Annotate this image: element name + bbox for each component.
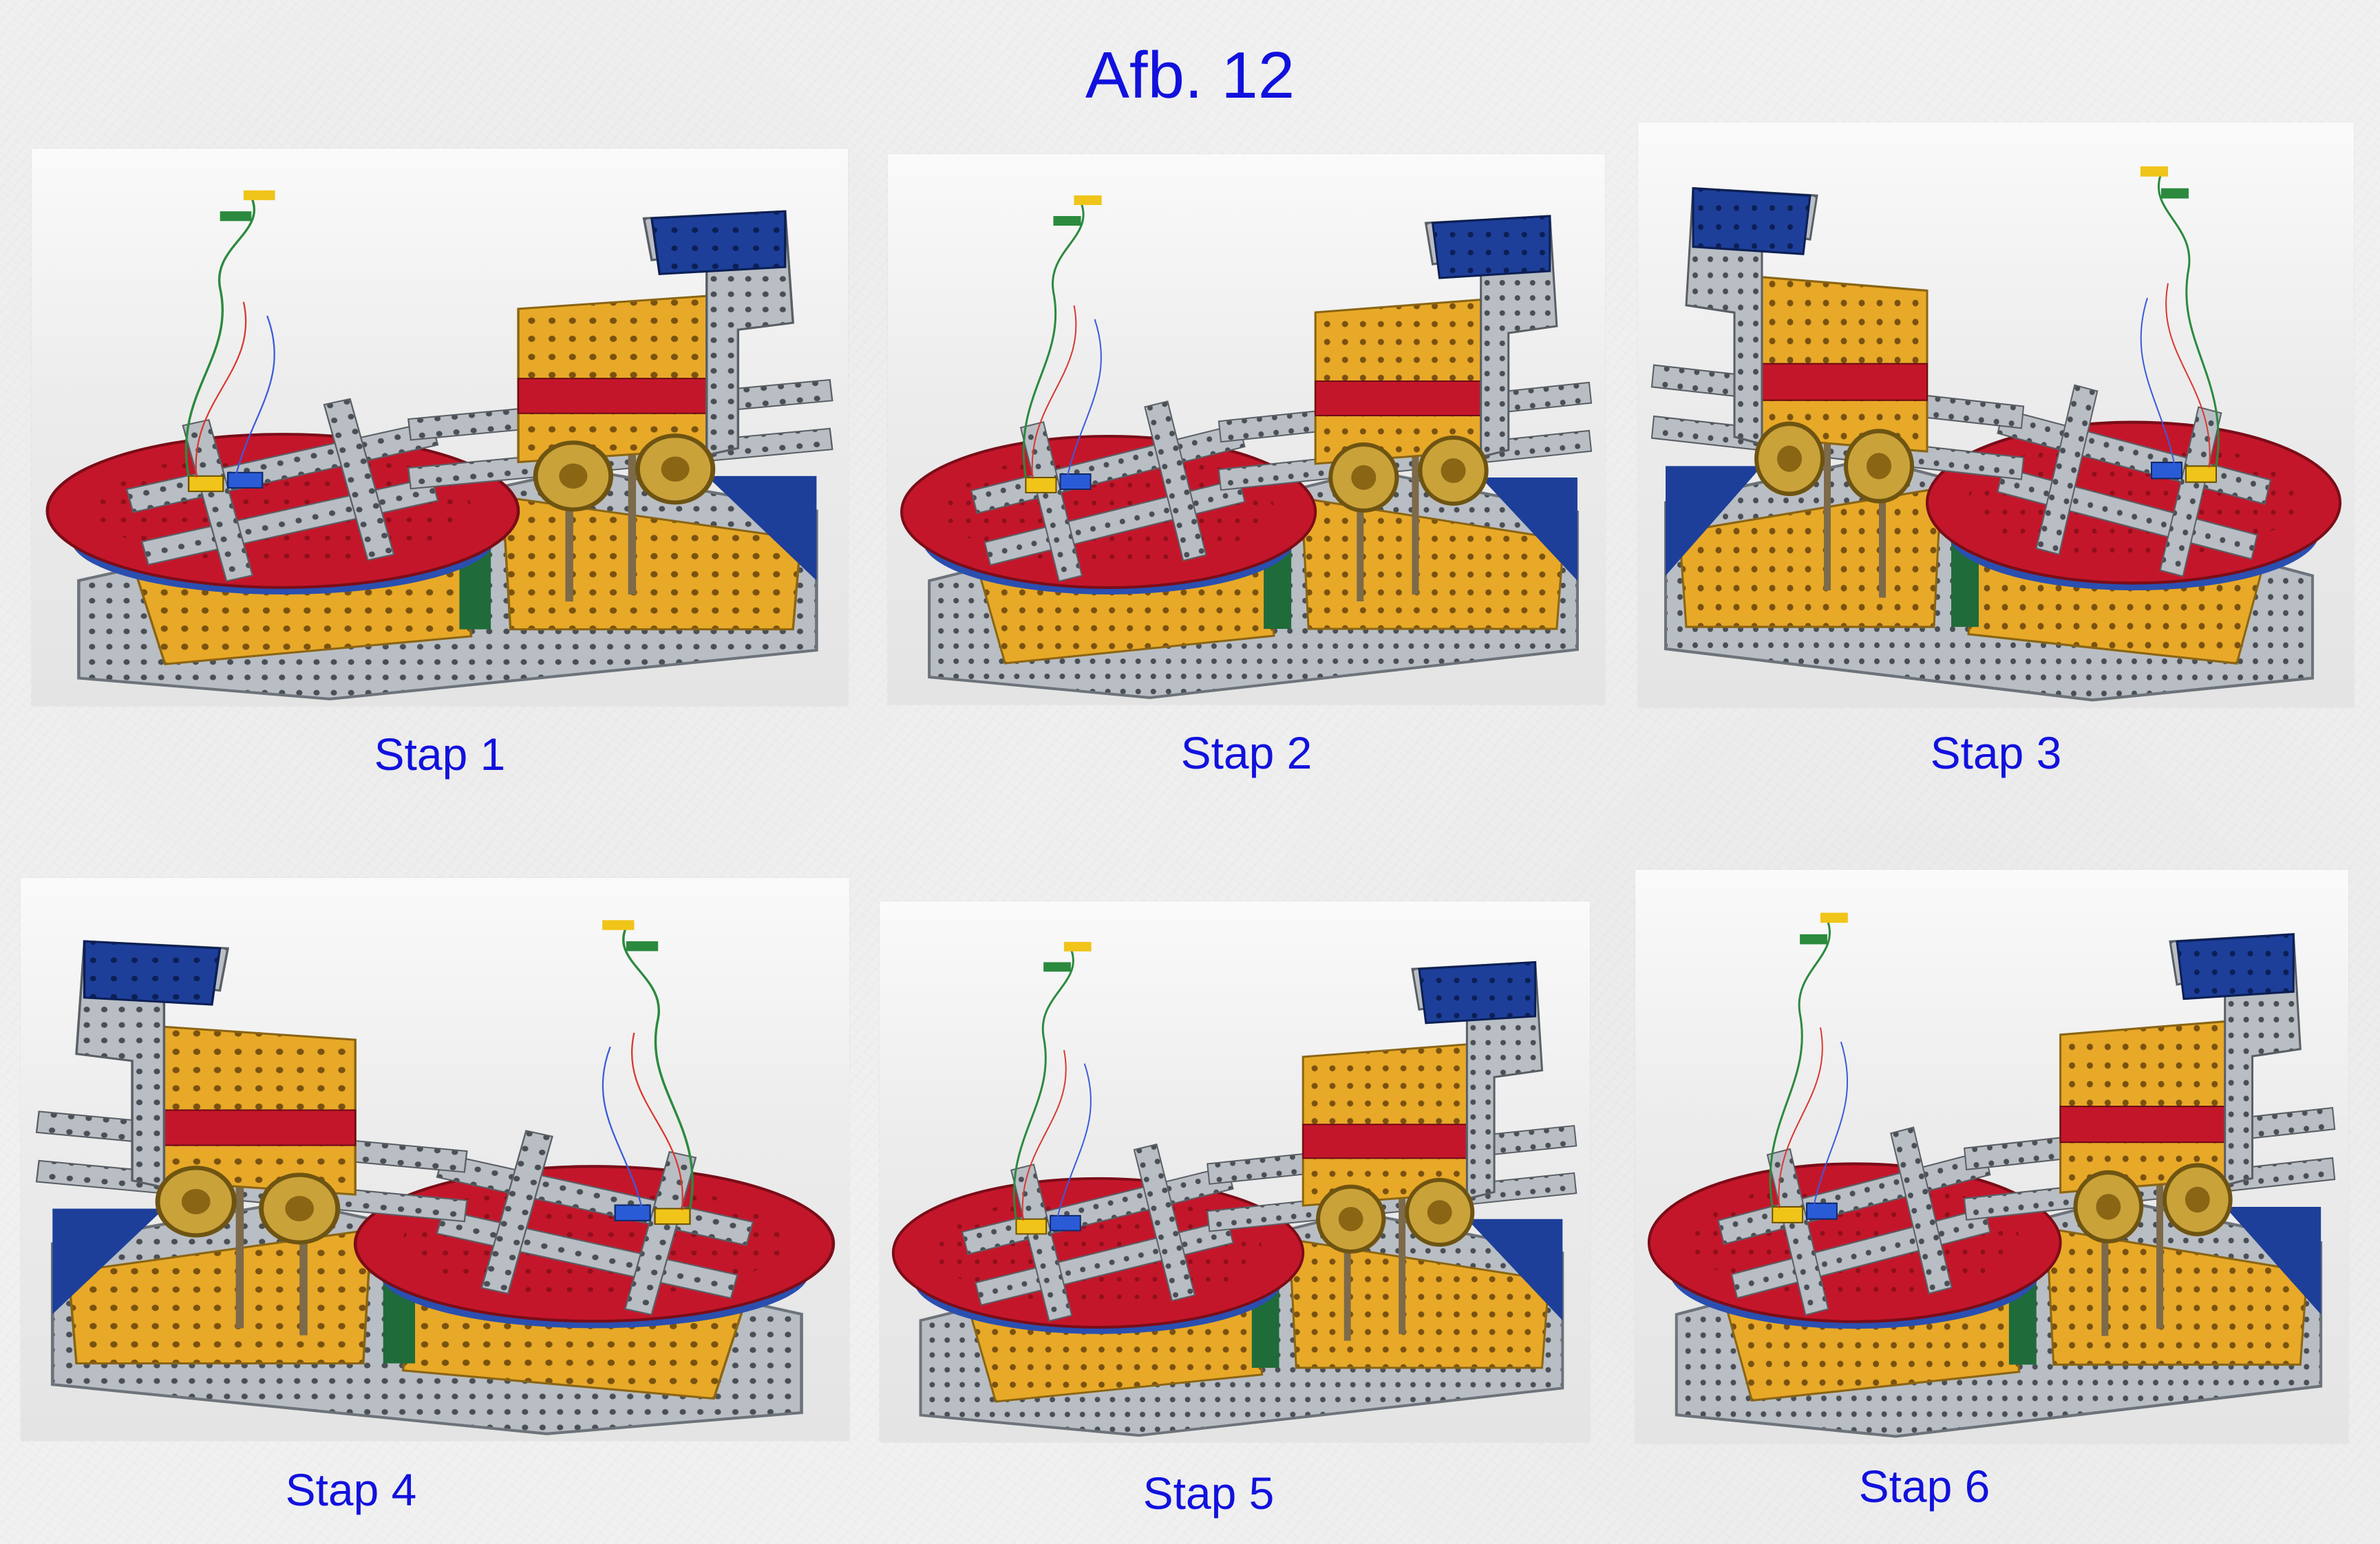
step-2-photo (888, 154, 1605, 705)
step-4-photo (21, 878, 849, 1441)
figure-title: Afb. 12 (1085, 39, 1295, 112)
step-5-photo (880, 901, 1590, 1442)
step-6-photo (1635, 870, 2348, 1444)
step-5-caption: Stap 5 (1143, 1468, 1275, 1519)
step-4-caption: Stap 4 (285, 1464, 417, 1515)
step-6-caption: Stap 6 (1858, 1461, 1990, 1512)
step-1-photo (32, 149, 848, 706)
step-1-caption: Stap 1 (374, 729, 506, 780)
step-2-caption: Stap 2 (1180, 727, 1313, 778)
step-3-photo (1638, 122, 2354, 707)
step-3-caption: Stap 3 (1930, 727, 2062, 778)
